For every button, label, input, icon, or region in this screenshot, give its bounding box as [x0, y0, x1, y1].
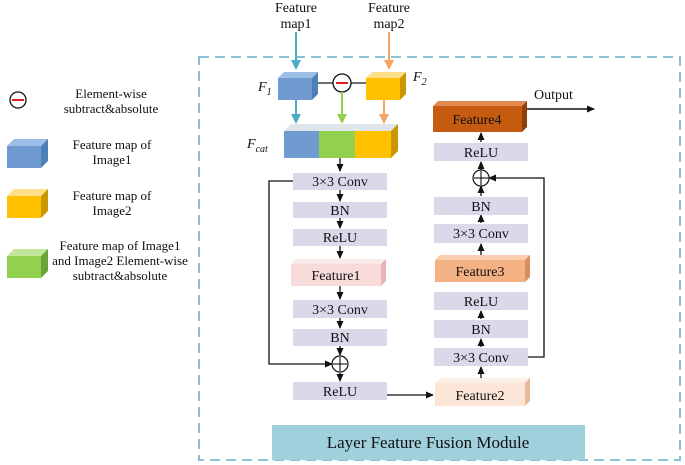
right-relu1-box: [434, 292, 528, 310]
f2-cube: [366, 72, 406, 100]
feature3-box: [435, 255, 530, 282]
left-bn2-box: [293, 329, 387, 346]
feature1-box: [291, 259, 386, 286]
left-conv2-label: 3×3 Conv: [312, 303, 368, 318]
right-relu2-box: [434, 143, 528, 161]
feature-map2-label-line1: Feature: [368, 1, 410, 16]
right-conv1-box: [434, 348, 528, 366]
feature2-label: Feature2: [456, 389, 505, 404]
legend-combined-cube-icon: [7, 249, 48, 278]
left-relu1-box: [293, 229, 387, 246]
right-bn1-box: [434, 320, 528, 338]
module-title-box: [272, 425, 585, 460]
feature4-box: [433, 101, 527, 132]
right-conv2-label: 3×3 Conv: [453, 227, 509, 242]
right-conv1-label: 3×3 Conv: [453, 351, 509, 366]
right-bn2-box: [434, 197, 528, 215]
feature3-label: Feature3: [456, 265, 505, 280]
right-relu1-label: ReLU: [464, 295, 498, 310]
legend-image1-cube-icon: [7, 139, 48, 168]
left-conv2-box: [293, 300, 387, 318]
f2-label: F2: [412, 70, 427, 88]
legend-subtract-label: Element-wise subtract&absolute: [63, 86, 159, 116]
right-conv2-box: [434, 224, 528, 243]
legend-image1-label: Feature map of Image1: [72, 137, 152, 167]
left-branch: 3×3 Conv BN ReLU Feature1 3×3 Conv BN Re…: [268, 158, 434, 400]
right-skip-connection: [488, 174, 545, 358]
left-conv1-box: [293, 173, 387, 190]
left-relu1-label: ReLU: [323, 231, 357, 246]
left-bn1-label: BN: [330, 204, 349, 219]
left-skip-connection: [268, 180, 333, 368]
legend-image2-label: Feature map of Image2: [72, 188, 152, 218]
right-relu2-label: ReLU: [464, 146, 498, 161]
module-title: Layer Feature Fusion Module: [327, 433, 530, 452]
output-label: Output: [534, 88, 573, 103]
left-relu-out-label: ReLU: [323, 385, 357, 400]
fcat-label: Fcat: [246, 137, 268, 155]
f1-cube: [278, 72, 318, 100]
right-branch: Feature2 3×3 Conv BN ReLU Feature3 3×3 C…: [433, 88, 595, 406]
left-bn2-label: BN: [330, 331, 349, 346]
feature4-label: Feature4: [453, 113, 502, 128]
left-relu-out-box: [293, 382, 387, 400]
fcat-block: [284, 124, 398, 158]
right-bn2-label: BN: [471, 200, 490, 215]
left-conv1-label: 3×3 Conv: [312, 175, 368, 190]
feature2-box: [435, 378, 530, 406]
legend-image2-cube-icon: [7, 189, 48, 218]
feature-map1-label-line1: Feature: [275, 1, 317, 16]
legend: [7, 91, 48, 278]
legend-combined-label: Feature map of Image1 and Image2 Element…: [52, 238, 188, 283]
feature1-label: Feature1: [312, 269, 361, 284]
feature-map1-label-line2: map1: [280, 17, 311, 32]
right-bn1-label: BN: [471, 323, 490, 338]
f1-label: F1: [257, 80, 272, 98]
feature-map2-label-line2: map2: [373, 17, 404, 32]
left-bn1-box: [293, 202, 387, 218]
